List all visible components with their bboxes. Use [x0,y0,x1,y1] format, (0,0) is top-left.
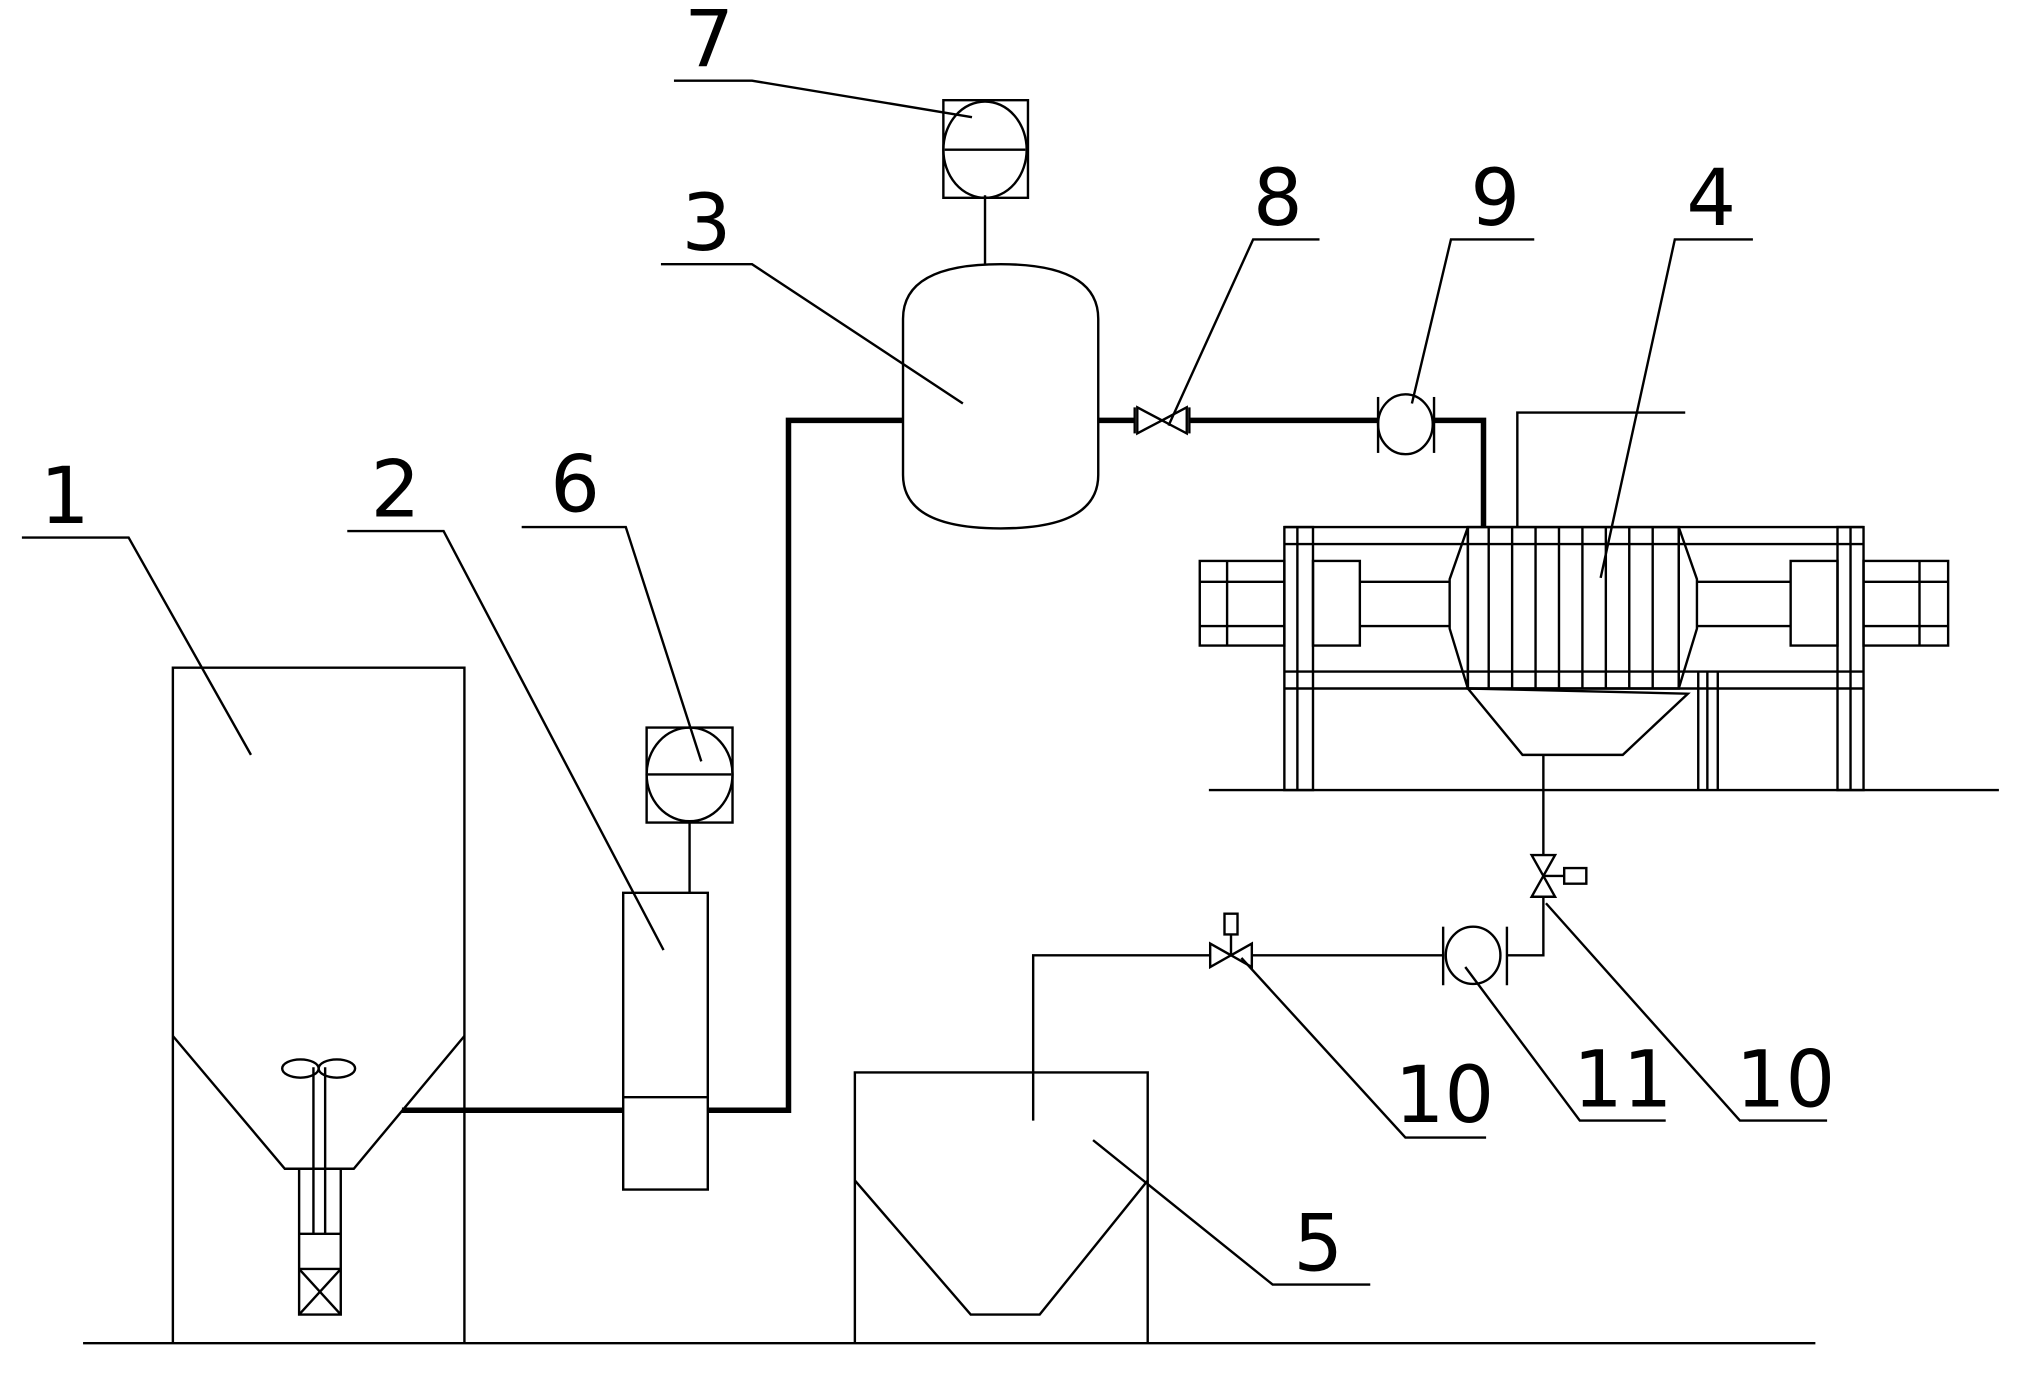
vessel-3 [903,195,1098,528]
filter-press-4 [1200,413,1948,856]
label-4: 4 [1686,154,1736,244]
ground-lines [83,790,1999,1343]
label-10-left: 10 [1395,1051,1494,1141]
tank-1 [173,668,465,1343]
solenoid-valve-10a-icon [1210,914,1252,967]
filtrate-pipe [1033,897,1543,1121]
gauge-7-icon [943,100,1028,198]
hopper-5 [855,1072,1148,1343]
feed-pipe [402,420,1484,1110]
pump-9-icon [1378,394,1434,454]
label-8: 8 [1253,154,1303,244]
label-11: 11 [1573,1035,1672,1125]
label-5: 5 [1293,1199,1343,1289]
leader-lines [22,81,1827,1285]
label-3: 3 [682,179,732,269]
column-2 [623,823,708,1190]
label-7: 7 [684,0,734,85]
solenoid-valve-10b-icon [1532,855,1587,897]
label-6: 6 [550,440,600,530]
label-9: 9 [1470,154,1520,244]
gauge-6-icon [647,728,733,823]
label-1: 1 [40,452,90,542]
valve-8-icon [1135,407,1190,433]
label-10-right: 10 [1736,1035,1835,1125]
label-2: 2 [371,446,421,536]
pump-11-icon [1443,927,1507,986]
part-labels: 1 2 6 3 7 8 9 4 5 10 11 10 [40,0,1835,1289]
